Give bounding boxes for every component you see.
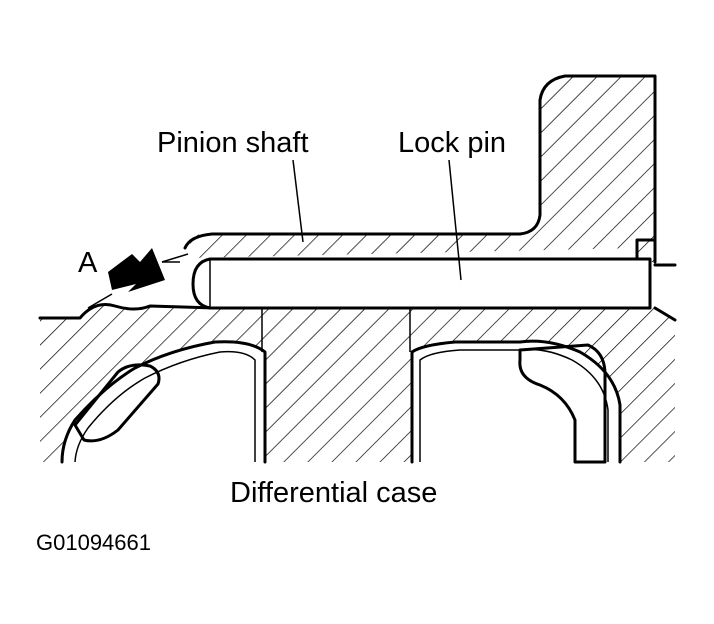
arrow-a [87, 248, 189, 309]
differential-case-label: Differential case [230, 477, 437, 509]
lock-pin-leader [448, 159, 462, 281]
pinion-shaft-leader [292, 159, 304, 243]
figure-code-label: G01094661 [36, 530, 151, 555]
pinion-shaft-label: Pinion shaft [157, 127, 309, 159]
pinion-shaft-housing [183, 74, 677, 267]
arrow-a-label: A [78, 247, 98, 279]
lock-pin [191, 257, 652, 310]
lock-pin-label: Lock pin [398, 127, 506, 159]
differential-case-body [38, 303, 677, 464]
